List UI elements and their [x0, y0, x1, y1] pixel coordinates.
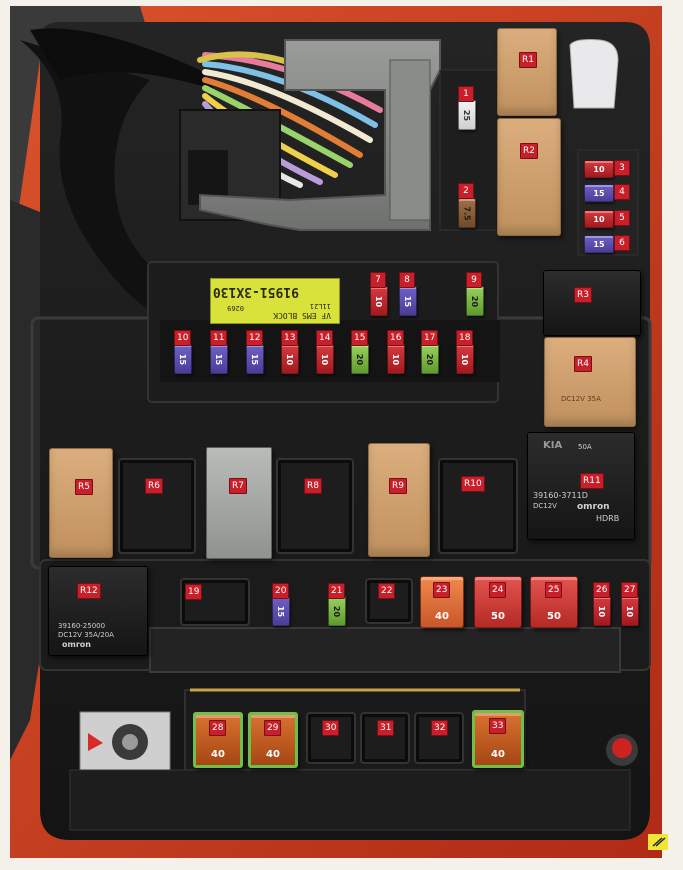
- fuse-29-tag: 29: [264, 720, 282, 736]
- fuse-6-tag: 6: [614, 235, 630, 251]
- ems-title: VF EMS BLOCK: [273, 311, 331, 320]
- fuse-7-tag: 7: [370, 272, 386, 288]
- fuse-10: 15: [174, 344, 192, 374]
- fuse-26-tag: 26: [593, 582, 611, 598]
- relay-r6-socket: [118, 458, 196, 554]
- fuse-31-tag: 31: [377, 720, 395, 736]
- relay-r11-part: 39160-3711D: [533, 491, 588, 500]
- fuse-16-tag: 16: [387, 330, 405, 346]
- relay-r12-tag: R12: [77, 583, 101, 599]
- relay-r7-tag: R7: [229, 478, 247, 494]
- relay-r2: [497, 118, 561, 236]
- fuse-14: 10: [316, 344, 334, 374]
- relay-r6-tag: R6: [145, 478, 163, 494]
- fuse-8: 15: [399, 286, 417, 316]
- fuse-4-tag: 4: [614, 184, 630, 200]
- fuse-12-tag: 12: [246, 330, 264, 346]
- fuse-8-tag: 8: [399, 272, 415, 288]
- relay-r11-brand: KIA: [543, 440, 563, 451]
- relay-r4-tag: R4: [574, 356, 592, 372]
- fuse-5: 10: [584, 210, 614, 228]
- ems-block-label: VF EMS BLOCK 11L21 91951-3X130 0269: [210, 278, 340, 324]
- fuse-20-tag: 20: [272, 583, 290, 599]
- relay-r11-rating: 50A: [578, 443, 592, 451]
- relay-r8-socket: [276, 458, 354, 554]
- relay-r7: [206, 447, 272, 559]
- fuse-14-tag: 14: [316, 330, 334, 346]
- relay-r8-tag: R8: [304, 478, 322, 494]
- fuse-13: 10: [281, 344, 299, 374]
- fuse-11-tag: 11: [210, 330, 228, 346]
- fuse-30-tag: 30: [322, 720, 340, 736]
- relay-r11-maker: omron: [577, 502, 610, 512]
- fuse-18-tag: 18: [456, 330, 474, 346]
- fuse-24-tag: 24: [489, 582, 507, 598]
- relay-r3: [543, 270, 641, 336]
- fuse-2-tag: 2: [458, 183, 474, 199]
- relay-r11-tag: R11: [580, 473, 604, 489]
- relay-r12: [48, 566, 148, 656]
- relay-r9-tag: R9: [389, 478, 407, 494]
- fuse-22-tag: 22: [378, 583, 396, 599]
- relay-r12-part: 39160-25000: [58, 622, 106, 630]
- relay-r4-print: DC12V 35A: [561, 395, 601, 403]
- fuse-2: 7.5: [458, 198, 476, 228]
- relay-r11-spec: DC12V: [533, 502, 557, 510]
- fuse-32-tag: 32: [431, 720, 449, 736]
- fuse-20: 15: [272, 596, 290, 626]
- fuse-15-tag: 15: [351, 330, 369, 346]
- ems-code: 11L21: [309, 302, 331, 310]
- relay-r2-tag: R2: [520, 143, 538, 159]
- ems-batch: 0269: [227, 304, 244, 312]
- fuse-4: 15: [584, 184, 614, 202]
- relay-r10-tag: R10: [461, 476, 485, 492]
- fuse-3-tag: 3: [614, 160, 630, 176]
- fuse-12: 15: [246, 344, 264, 374]
- fuse-21-tag: 21: [328, 583, 346, 599]
- relay-r1-tag: R1: [519, 52, 537, 68]
- fuse-17: 20: [421, 344, 439, 374]
- fuse-21: 20: [328, 596, 346, 626]
- fuse-1-tag: 1: [458, 86, 474, 102]
- relay-r1: [497, 28, 557, 116]
- fuse-7: 10: [370, 286, 388, 316]
- relay-r12-maker: omron: [62, 640, 91, 649]
- fuse-13-tag: 13: [281, 330, 299, 346]
- fuse-11: 15: [210, 344, 228, 374]
- fuse-28-tag: 28: [209, 720, 227, 736]
- fuse-3: 10: [584, 160, 614, 178]
- relay-r4: [544, 337, 636, 427]
- fuse-1: 25: [458, 100, 476, 130]
- fuse-10-tag: 10: [174, 330, 192, 346]
- relay-r5: [49, 448, 113, 558]
- fuse-16: 10: [387, 344, 405, 374]
- relay-r12-spec: DC12V 35A/20A: [58, 631, 114, 639]
- fuse-23-tag: 23: [433, 582, 451, 598]
- relay-r11-model: HDRB: [596, 514, 620, 523]
- relay-r3-tag: R3: [574, 287, 592, 303]
- fuse-25-tag: 25: [545, 582, 563, 598]
- fuse-27: 10: [621, 596, 639, 626]
- fuse-19-tag: 19: [185, 584, 203, 600]
- fuse-9: 20: [466, 286, 484, 316]
- fuse-17-tag: 17: [421, 330, 439, 346]
- relay-r10-socket: [438, 458, 518, 554]
- fuse-27-tag: 27: [621, 582, 639, 598]
- ems-part-number: 91951-3X130: [212, 284, 299, 299]
- fuse-6: 15: [584, 235, 614, 253]
- relay-r9: [368, 443, 430, 557]
- relay-r5-tag: R5: [75, 479, 93, 495]
- fuse-15: 20: [351, 344, 369, 374]
- fuse-18: 10: [456, 344, 474, 374]
- fuse-5-tag: 5: [614, 210, 630, 226]
- fuse-29: 40: [248, 712, 298, 768]
- fuse-26: 10: [593, 596, 611, 626]
- fuse-9-tag: 9: [466, 272, 482, 288]
- fuse-33-tag: 33: [489, 718, 507, 734]
